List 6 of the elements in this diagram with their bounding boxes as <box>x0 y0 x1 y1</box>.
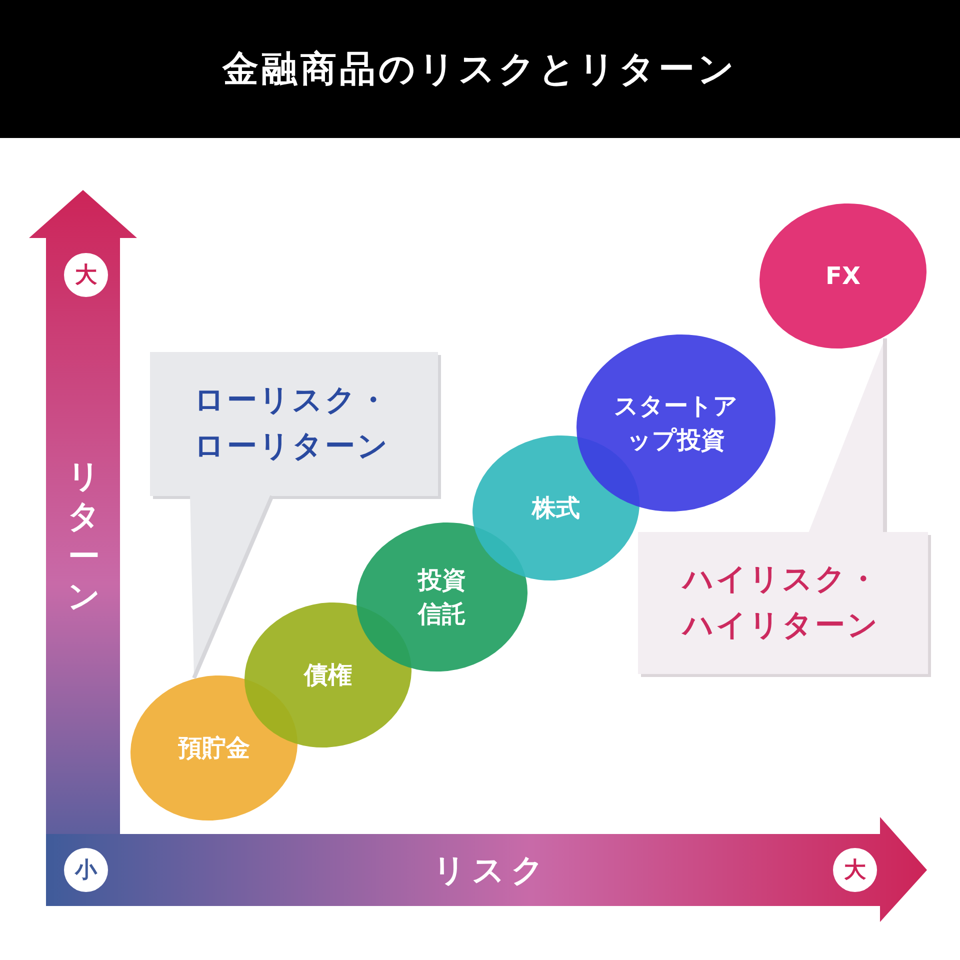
title: 金融商品のリスクとリターン <box>222 48 738 92</box>
callout-tail <box>190 494 274 679</box>
product-ellipse: FX <box>759 204 927 348</box>
axis-label: リターン <box>66 456 102 616</box>
axis-label: リスク <box>433 850 550 891</box>
callout-tail <box>808 338 887 534</box>
